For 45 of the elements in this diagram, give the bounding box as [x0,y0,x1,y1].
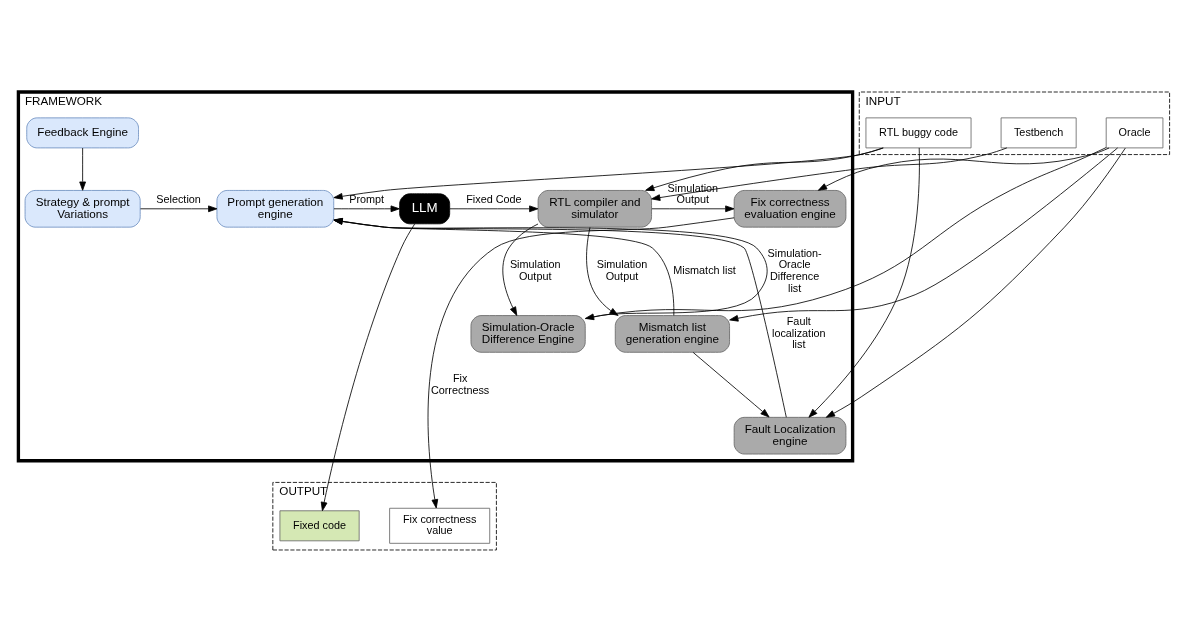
node-box: LLM [399,192,451,224]
arrow [586,226,619,316]
node-box: Strategy & prompt Variations [24,189,141,228]
node-box: Mismatch list generation engine [614,314,730,353]
arrow [645,147,884,191]
edge-label: Simulation Output [596,257,648,282]
arrow [320,223,416,511]
node-box: Prompt generation engine [216,189,335,228]
edge-label: Simulation-Oracle Difference list [767,246,822,294]
arrow [140,204,218,212]
node-box: RTL buggy code [865,116,972,148]
arrow [729,147,1118,322]
arrow [584,146,1107,320]
node-box: Fixed code [279,509,360,541]
node-box: Simulation-Oracle Difference Engine [470,314,586,353]
node-box: Testbench [1000,116,1077,148]
edge-label: Simulation Output [509,257,561,282]
arrow [333,147,884,200]
node-box: Oracle [1105,116,1164,148]
arrow [651,204,735,212]
arrow [449,204,539,212]
node-box: Fix correctness evaluation engine [733,189,847,228]
edge-label: Selection [156,192,201,205]
arrow [502,223,539,316]
node-box: Feedback Engine [26,116,139,148]
edge-label: Prompt [349,192,385,205]
arrow [808,147,920,418]
node-box: RTL compiler and simulator [537,189,652,228]
edge-label: Fix Correctness [430,371,490,395]
edge-label: Mismatch list [673,263,736,276]
edge-label: Fixed Code [466,192,522,205]
edge-label: Simulation Output [667,181,719,205]
edge-label: Fault localization list [772,314,826,350]
arrow [333,217,675,316]
arrow [825,147,1126,418]
arrow [333,204,400,212]
arrow [692,351,770,417]
arrow [651,147,1008,201]
arrow [427,216,735,508]
arrow [333,217,787,418]
arrow [79,147,86,191]
arrow [817,147,1110,191]
node-box: Fault Localization engine [733,416,847,454]
node-box: Fix correctness value [389,507,491,544]
arrow [333,217,768,319]
